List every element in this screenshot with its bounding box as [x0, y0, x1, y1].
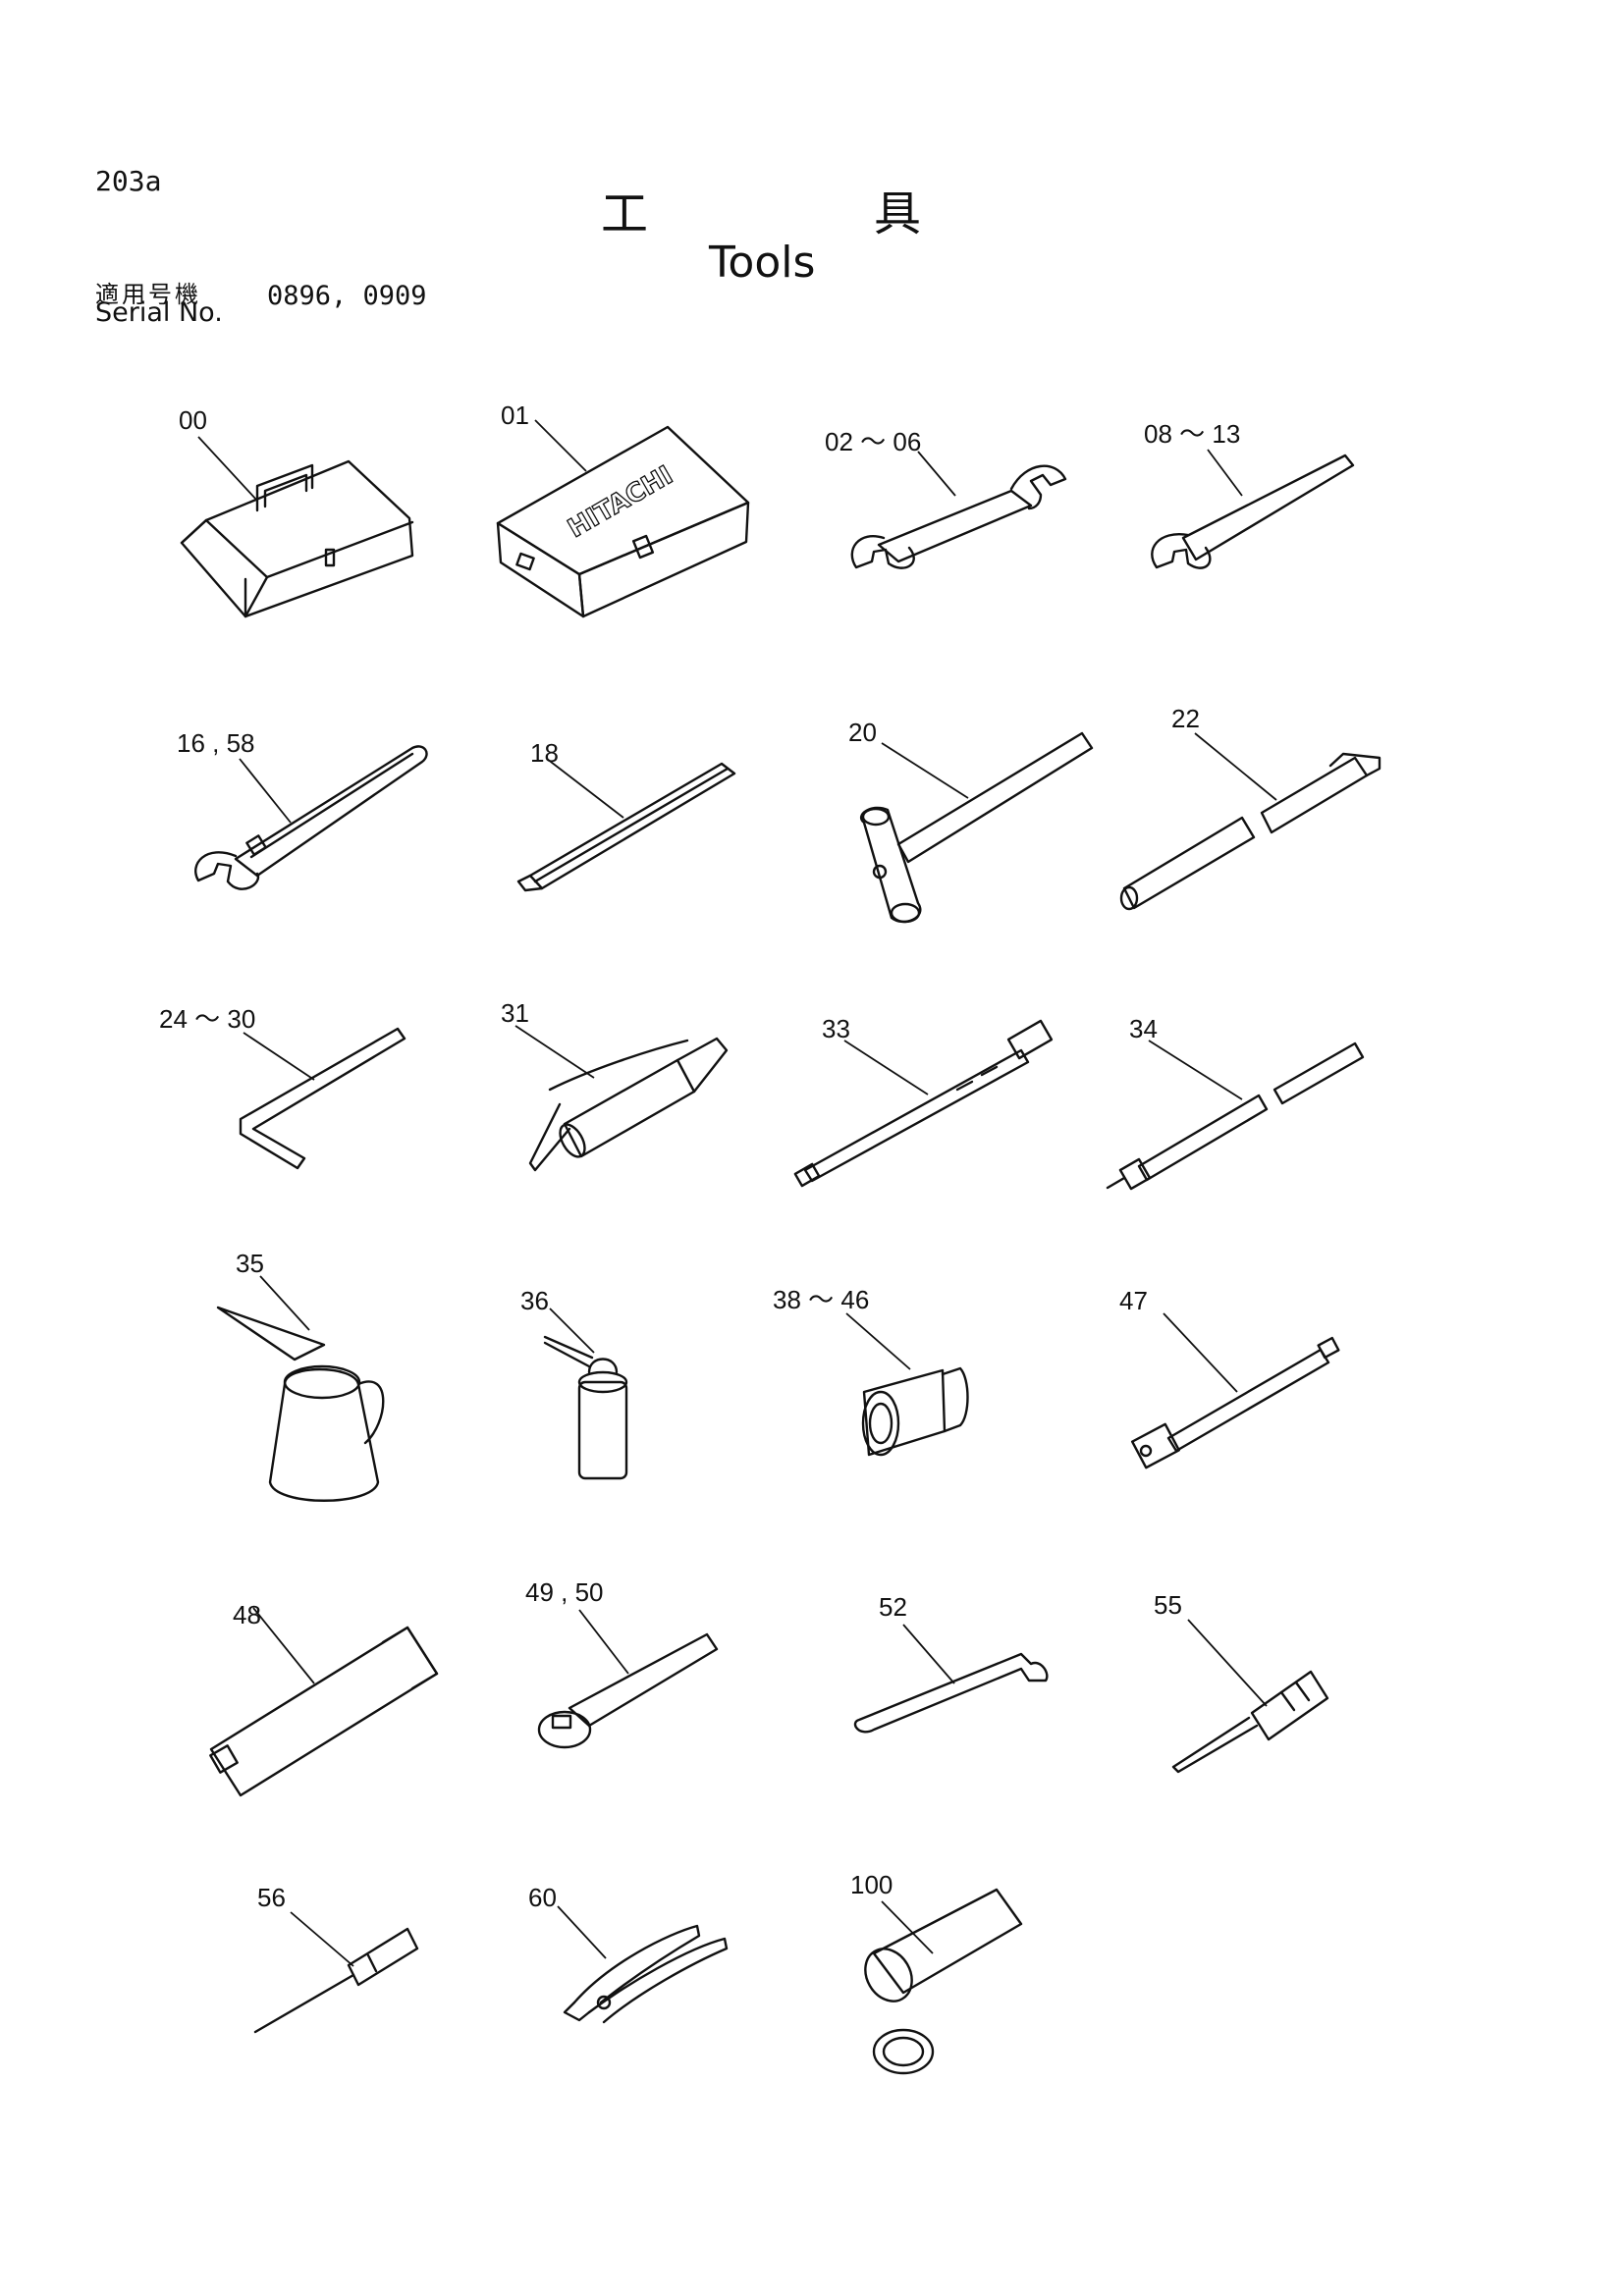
serial-label-english: Serial No.	[95, 297, 223, 328]
item-label: 16 , 58	[177, 728, 255, 758]
item-label: 08 ～ 13	[1144, 419, 1241, 449]
item-label: 02 ～ 06	[825, 427, 922, 456]
grease-gun-hose-icon	[793, 1019, 1054, 1188]
item-label: 20	[848, 718, 877, 747]
item-label: 52	[879, 1592, 907, 1622]
extension-bar-icon	[1106, 1040, 1365, 1191]
page-title-japanese: 工具	[601, 187, 1148, 241]
flashlight-icon	[864, 1888, 1023, 2075]
item-label: 33	[822, 1014, 850, 1043]
item-label: 22	[1171, 704, 1200, 733]
flat-screwdriver-icon	[516, 758, 736, 892]
pliers-icon	[557, 1905, 729, 2024]
hitachi-logo: HITACHI	[564, 460, 678, 544]
item-label: 00	[179, 405, 207, 435]
item-label: 48	[233, 1600, 261, 1629]
item-label: 56	[257, 1883, 286, 1912]
socket-icon	[845, 1312, 969, 1457]
double-open-end-wrench-icon	[850, 451, 1067, 569]
item-label: 36	[520, 1286, 549, 1315]
item-label: 49 , 50	[525, 1577, 604, 1607]
item-label: 47	[1119, 1286, 1148, 1315]
serial-values: 0896, 0909	[267, 281, 427, 311]
item-label: 35	[236, 1249, 264, 1278]
page-title-english: Tools	[709, 238, 816, 288]
item-label: 100	[850, 1870, 893, 1899]
item-label: 31	[501, 998, 529, 1028]
hammer-icon	[860, 731, 1094, 924]
phillips-screwdriver-icon	[1171, 1619, 1329, 1774]
item-label: 24 ～ 30	[159, 1004, 256, 1034]
serial-label-japanese: 適用号機	[95, 281, 201, 308]
oil-jug-icon	[216, 1275, 385, 1502]
single-open-end-wrench-icon	[1151, 449, 1355, 569]
oil-can-icon	[543, 1308, 628, 1480]
item-label: 55	[1154, 1590, 1182, 1620]
adjustable-wrench-icon	[194, 745, 428, 890]
item-label: 38 ～ 46	[773, 1285, 870, 1314]
offset-bar-icon	[853, 1624, 1049, 1734]
hex-key-icon	[239, 1027, 406, 1170]
item-label: 60	[528, 1883, 557, 1912]
ratchet-handle-icon	[537, 1609, 719, 1749]
item-label: 34	[1129, 1014, 1158, 1043]
extension-pipe-icon	[1119, 732, 1381, 911]
hitachi-tool-case-icon: HITACHI	[496, 419, 750, 618]
socket-handle-icon	[209, 1607, 439, 1797]
toolbox-icon	[180, 436, 414, 618]
grease-gun-icon	[514, 1025, 729, 1172]
item-label: 01	[501, 400, 529, 430]
socket-extension-icon	[1130, 1312, 1340, 1469]
awl-icon	[253, 1911, 419, 2034]
page-number: 203a	[95, 165, 162, 197]
item-label: 18	[530, 738, 559, 768]
